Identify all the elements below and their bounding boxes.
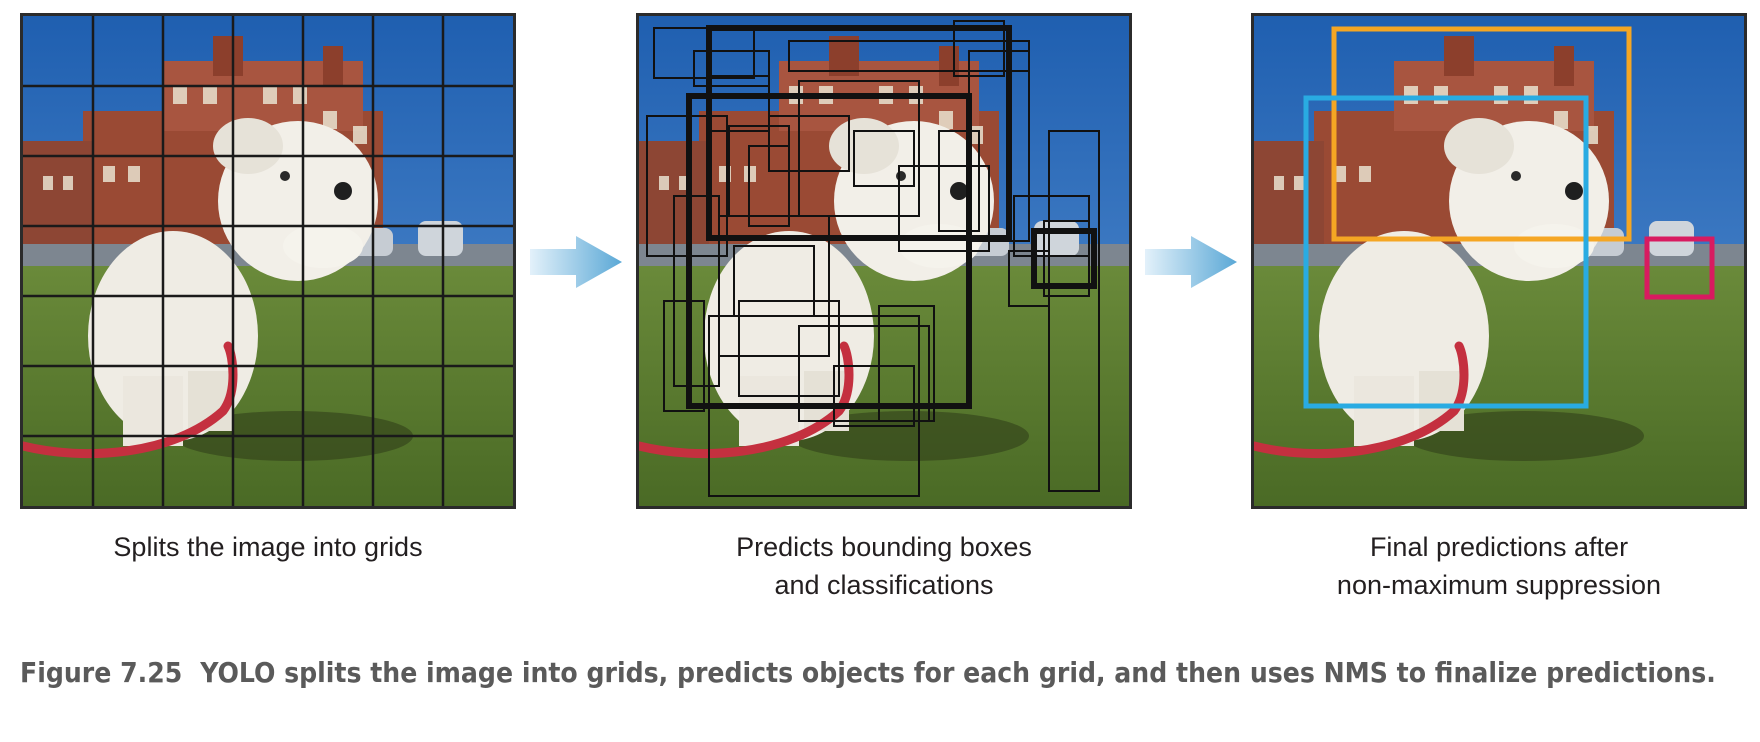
grid-image-panel (20, 13, 516, 509)
dog-photo-with-candidate-boxes (639, 16, 1129, 506)
final-predictions-image-panel (1251, 13, 1747, 509)
caption-line: Splits the image into grids (113, 532, 423, 562)
predictions-caption: Predicts bounding boxes and classificati… (636, 528, 1132, 604)
car-bounding-box (1644, 236, 1715, 300)
caption-line: non-maximum suppression (1336, 570, 1662, 600)
dog-bounding-box (1303, 95, 1589, 409)
caption-line: and classifications (774, 570, 994, 600)
figure-caption-text: YOLO splits the image into grids, predic… (200, 656, 1716, 689)
final-caption: Final predictions after non-maximum supp… (1251, 528, 1747, 604)
predictions-image-panel (636, 13, 1132, 509)
figure-number: Figure 7.25 (20, 656, 183, 689)
candidate-bounding-boxes (646, 20, 1100, 497)
right-arrow-icon (1145, 236, 1237, 288)
building-bounding-box (1331, 26, 1632, 242)
dog-photo-with-final-boxes (1254, 16, 1744, 506)
dog-photo-with-grid (23, 16, 513, 506)
grid-caption: Splits the image into grids (20, 528, 516, 566)
figure-caption: Figure 7.25 YOLO splits the image into gr… (20, 652, 1720, 694)
grid-lines (23, 16, 513, 506)
caption-line: Predicts bounding boxes (736, 532, 1032, 562)
right-arrow-icon (530, 236, 622, 288)
caption-line: Final predictions after (1369, 532, 1629, 562)
